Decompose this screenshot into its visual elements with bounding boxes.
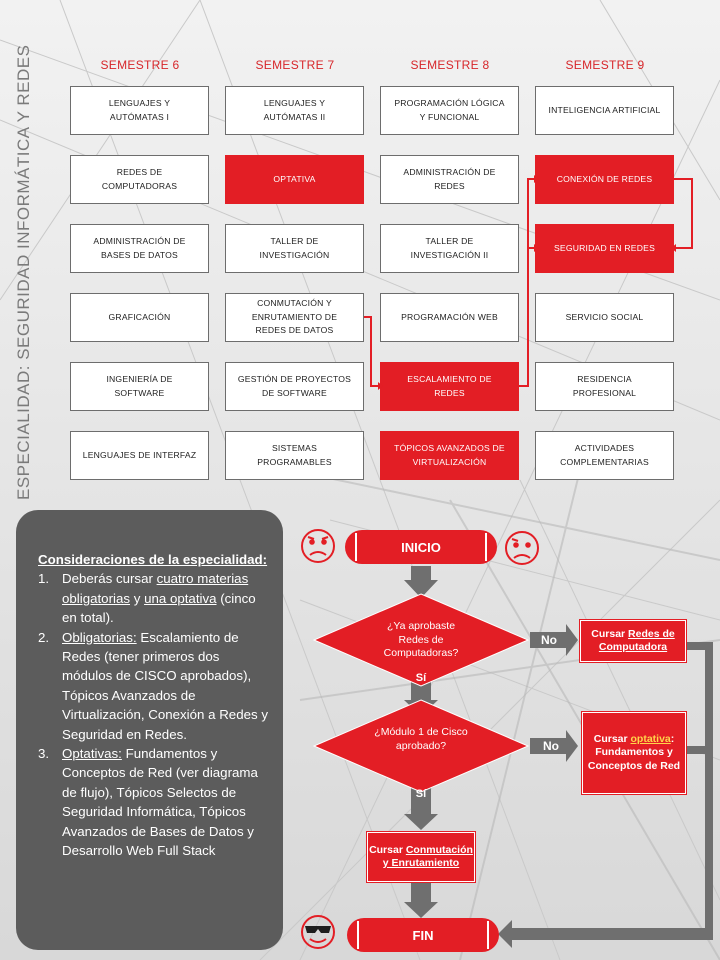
worried-face-icon: [505, 531, 539, 565]
no-label-2: No: [543, 739, 559, 753]
decision-q2-diamond: [312, 699, 530, 793]
yes-label-2: Sí: [415, 788, 427, 800]
considerations-list: 1. Deberás cursar cuatro materias obliga…: [38, 569, 269, 860]
cool-face-icon: [301, 915, 335, 949]
no-label-1: No: [541, 633, 557, 647]
arrow-box-end: [404, 880, 438, 918]
arrow-return: [498, 642, 713, 948]
course-box: ADMINISTRACIÓN DE BASES DE DATOS: [70, 224, 209, 273]
consideration-item-3: 3. Optativas: Fundamentos y Conceptos de…: [38, 746, 258, 859]
semester-header: SEMESTRE 9: [565, 58, 645, 72]
semester-header: SEMESTRE 8: [410, 58, 490, 72]
course-box: INTELIGENCIA ARTIFICIAL: [535, 86, 674, 135]
course-box: LENGUAJES Y AUTÓMATAS I: [70, 86, 209, 135]
course-box: PROGRAMACIÓN LÓGICA Y FUNCIONAL: [380, 86, 519, 135]
course-box: GESTIÓN DE PROYECTOS DE SOFTWARE: [225, 362, 364, 411]
start-terminal: INICIO: [345, 530, 497, 564]
arrow-no1: [530, 624, 578, 656]
course-box: REDES DE COMPUTADORAS: [70, 155, 209, 204]
course-box: LENGUAJES DE INTERFAZ: [70, 431, 209, 480]
considerations-title: Consideraciones de la especialidad:: [38, 552, 268, 567]
course-box: OPTATIVA: [225, 155, 364, 204]
yes-label-1: Sí: [415, 672, 427, 684]
end-terminal: FIN: [347, 918, 499, 952]
decision-q1-text: ¿Ya aprobaste Redes de Computadoras?: [383, 620, 459, 659]
arrow-q2-box: [404, 782, 438, 830]
considerations-card: Consideraciones de la especialidad: 1. D…: [16, 510, 283, 950]
course-box: RESIDENCIA PROFESIONAL: [535, 362, 674, 411]
course-box: INGENIERÍA DE SOFTWARE: [70, 362, 209, 411]
semester-header: SEMESTRE 7: [255, 58, 335, 72]
connector-conexion-seguridad: [674, 178, 693, 249]
arrow-start-q1: [404, 566, 438, 598]
course-box: TÓPICOS AVANZADOS DE VIRTUALIZACIÓN: [380, 431, 519, 480]
arrow-no2: [530, 730, 578, 762]
course-box: PROGRAMACIÓN WEB: [380, 293, 519, 342]
course-box: TALLER DE INVESTIGACIÓN II: [380, 224, 519, 273]
course-box: ACTIVIDADES COMPLEMENTARIAS: [535, 431, 674, 480]
connector-escalamiento-seguridad: [518, 247, 534, 387]
action-cursar-conmutacion: Cursar Conmutación y Enrutamiento: [366, 831, 476, 883]
decision-q2-text: ¿Módulo 1 de Cisco aprobado?: [374, 726, 468, 752]
course-box: LENGUAJES Y AUTÓMATAS II: [225, 86, 364, 135]
course-box: ESCALAMIENTO DE REDES: [380, 362, 519, 411]
course-box: SERVICIO SOCIAL: [535, 293, 674, 342]
course-box: SEGURIDAD EN REDES: [535, 224, 674, 273]
course-box: TALLER DE INVESTIGACIÓN: [225, 224, 364, 273]
consideration-item-2: 2. Obligatorias: Escalamiento de Redes (…: [38, 629, 268, 742]
action-cursar-optativa: Cursar optativa: Fundamentos y Conceptos…: [581, 711, 687, 795]
consideration-item-1: 1. Deberás cursar cuatro materias obliga…: [38, 571, 256, 626]
action-cursar-redes: Cursar Redes de Computadora: [579, 619, 687, 663]
sad-face-icon: [301, 529, 335, 563]
course-box: CONMUTACIÓN Y ENRUTAMIENTO DE REDES DE D…: [225, 293, 364, 342]
decision-q1-diamond: [312, 593, 530, 687]
course-box: SISTEMAS PROGRAMABLES: [225, 431, 364, 480]
course-box: ADMINISTRACIÓN DE REDES: [380, 155, 519, 204]
connector-conmutacion-escalamiento: [364, 316, 378, 387]
semester-header: SEMESTRE 6: [100, 58, 180, 72]
course-box: GRAFICACIÓN: [70, 293, 209, 342]
